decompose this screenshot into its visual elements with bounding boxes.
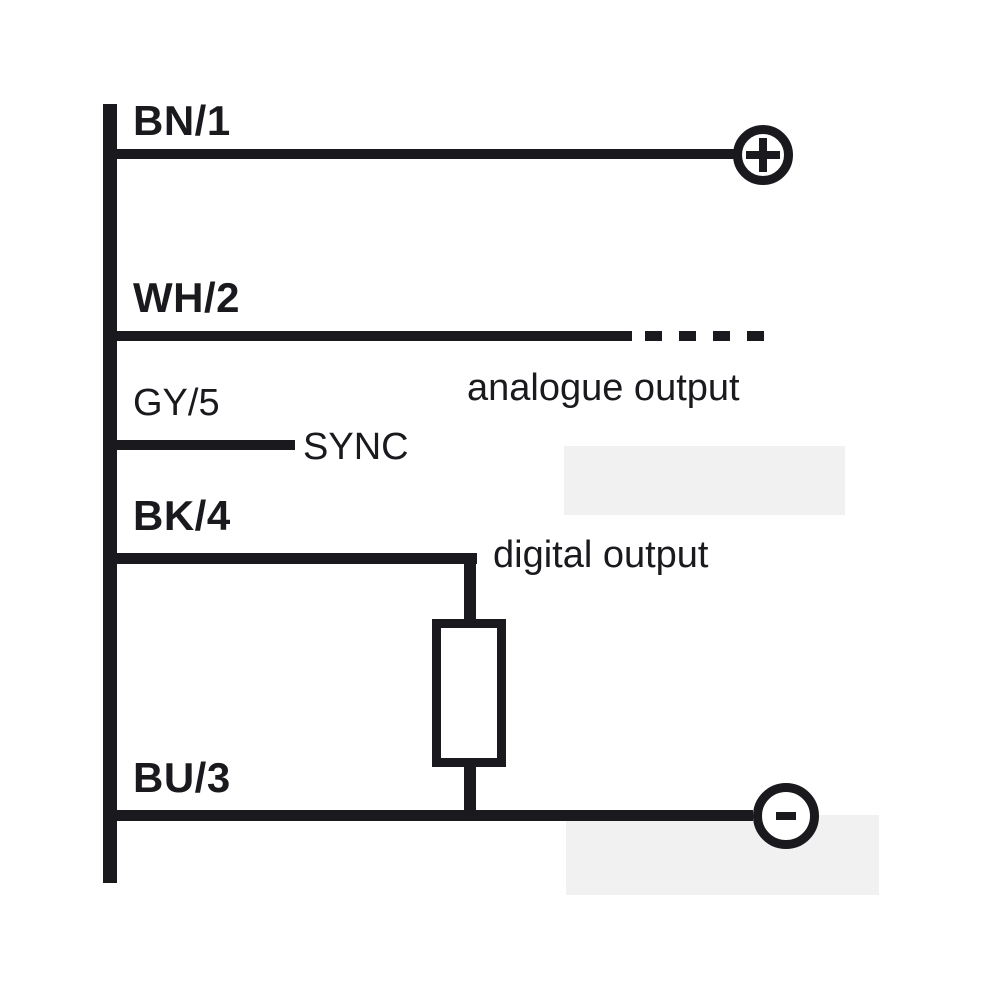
wire-label-bn1: BN/1 xyxy=(133,97,231,144)
resistor-lead-top xyxy=(464,553,476,623)
plus-terminal xyxy=(733,125,793,185)
wire-label-bu3: BU/3 xyxy=(133,754,231,801)
wire-gy5 xyxy=(103,440,295,450)
wire-label-wh2: WH/2 xyxy=(133,274,240,321)
minus-terminal xyxy=(753,783,819,849)
wire-label-gy5: GY/5 xyxy=(133,382,220,424)
wire-wh2 xyxy=(103,331,632,341)
resistor-symbol xyxy=(432,619,506,767)
resistor-lead-bottom xyxy=(464,762,476,815)
sync-signal-label: SYNC xyxy=(303,426,409,468)
highlight-box-bottom xyxy=(566,815,879,895)
plus-icon xyxy=(759,138,767,172)
analogue-output-label: analogue output xyxy=(467,367,740,409)
wire-bk4 xyxy=(103,553,477,564)
highlight-box-analogue xyxy=(564,446,845,515)
wire-wh2-dashed-segment xyxy=(645,331,764,341)
wire-bn1 xyxy=(103,149,735,159)
digital-output-label: digital output xyxy=(493,534,709,576)
wire-bu3 xyxy=(103,810,753,821)
minus-icon xyxy=(776,812,796,820)
bus-bar xyxy=(103,104,117,883)
wire-label-bk4: BK/4 xyxy=(133,492,231,539)
